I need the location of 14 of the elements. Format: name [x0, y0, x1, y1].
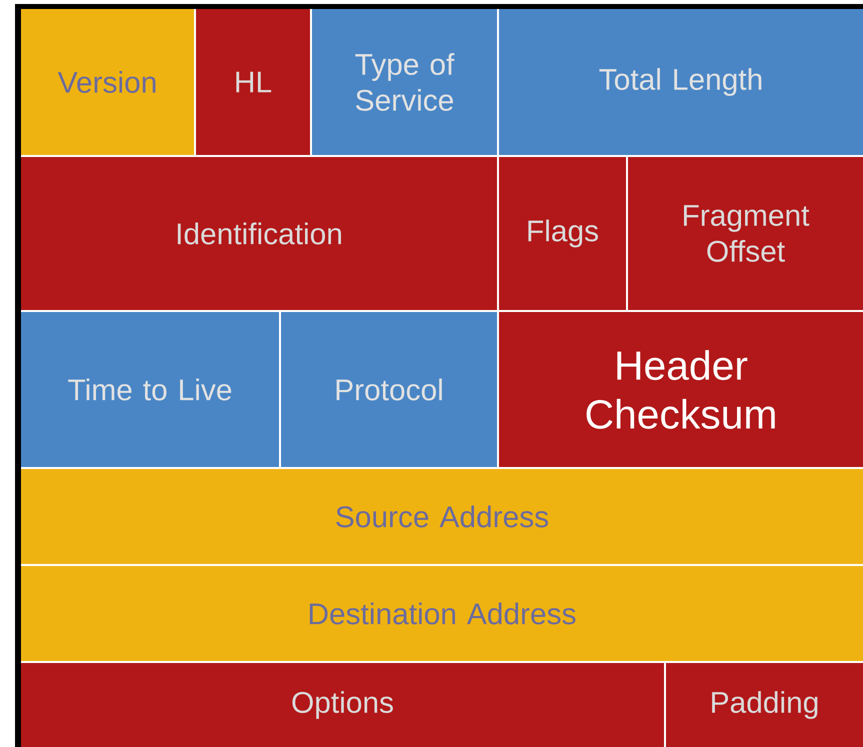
field-cell: Protocol — [281, 312, 497, 467]
field-cell: HL — [196, 9, 310, 155]
field-cell: Options — [21, 663, 664, 747]
field-cell: Type of Service — [312, 9, 497, 155]
field-cell: Version — [21, 9, 194, 155]
field-cell: Fragment Offset — [628, 157, 863, 310]
field-cell: Identification — [21, 157, 497, 310]
field-cell: Padding — [666, 663, 863, 747]
field-cell: Flags — [499, 157, 626, 310]
field-cell: Time to Live — [21, 312, 279, 467]
field-cell: Destination Address — [21, 566, 863, 661]
field-cell: Header Checksum — [499, 312, 863, 467]
field-cell: Total Length — [499, 9, 863, 155]
field-cell: Source Address — [21, 469, 863, 564]
